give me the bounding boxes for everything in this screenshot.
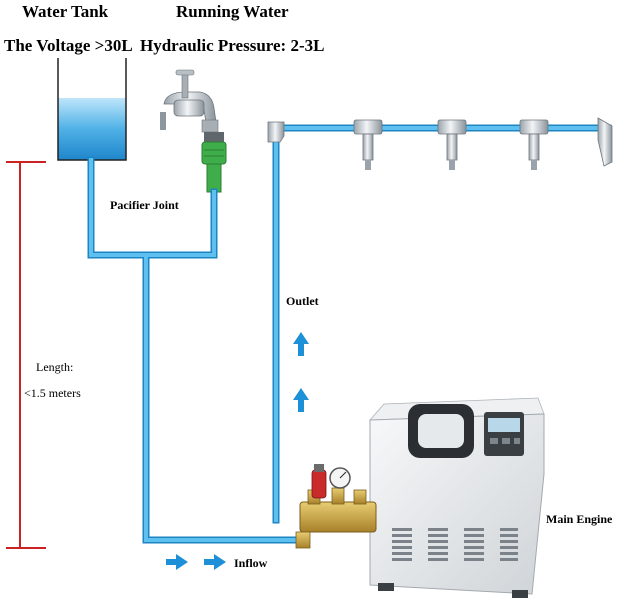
running-water-title: Running Water xyxy=(176,2,289,21)
pump-head xyxy=(295,464,377,549)
elbow-fitting-left xyxy=(267,121,285,143)
mist-nozzle-icon xyxy=(437,119,467,170)
mist-nozzle-icon xyxy=(519,119,549,170)
running-water-note: Hydraulic Pressure: 2-3L xyxy=(140,36,325,55)
outlet-label: Outlet xyxy=(286,294,319,308)
arrow-up-icon xyxy=(293,388,309,412)
length-label: Length: xyxy=(36,360,74,374)
water-tank-title: Water Tank xyxy=(22,2,109,21)
main-engine-label: Main Engine xyxy=(546,512,613,526)
water-tank xyxy=(57,58,127,161)
inflow-label: Inflow xyxy=(234,556,268,570)
pacifier-joint-label: Pacifier Joint xyxy=(110,198,179,212)
length-value: <1.5 meters xyxy=(24,386,81,400)
water-tap-icon xyxy=(160,69,219,133)
pacifier-joint-connector xyxy=(201,132,227,193)
arrow-right-icon xyxy=(204,554,226,570)
length-measure-line xyxy=(6,161,46,549)
elbow-fitting-right xyxy=(597,117,613,167)
mist-nozzle-icon xyxy=(353,119,383,170)
arrow-up-icon xyxy=(293,332,309,356)
water-tank-note: The Voltage >30L xyxy=(4,36,133,55)
arrow-right-icon xyxy=(166,554,188,570)
main-engine xyxy=(369,397,545,598)
